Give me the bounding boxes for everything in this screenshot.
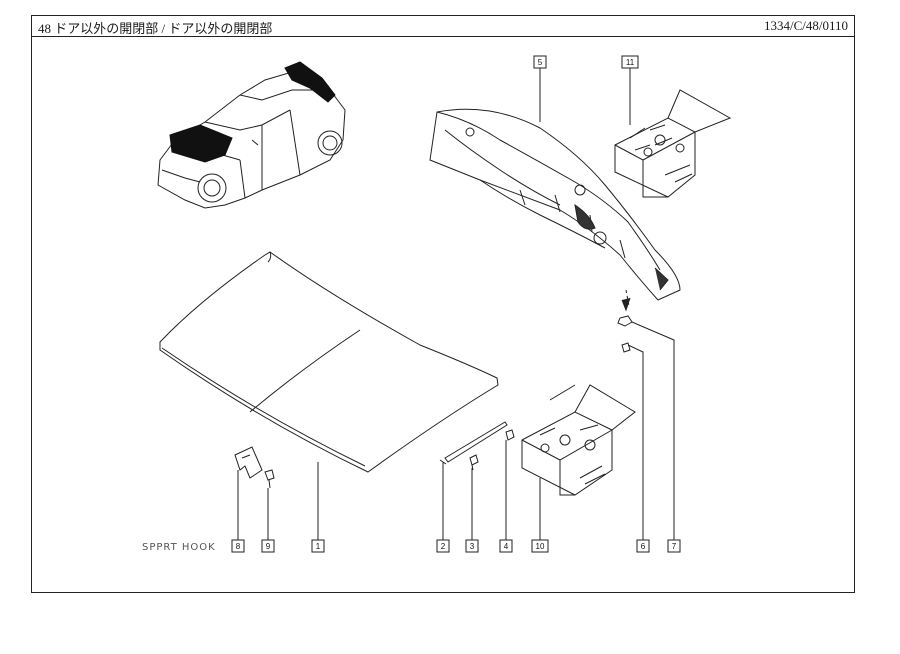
callout-5-label: 5 <box>538 58 543 67</box>
callout-3-label: 3 <box>470 542 475 551</box>
callout-1: 1 <box>311 539 325 553</box>
callout-7-label: 7 <box>672 542 677 551</box>
callout-7: 7 <box>667 539 681 553</box>
handwritten-annotation: SPPRT HOOK <box>142 542 216 553</box>
callout-9: 9 <box>261 539 275 553</box>
callout-2-label: 2 <box>441 542 446 551</box>
callout-4-label: 4 <box>504 542 509 551</box>
callout-9-label: 9 <box>266 542 271 551</box>
callout-6-label: 6 <box>641 542 646 551</box>
vehicle-locator-illustration <box>157 61 346 209</box>
bracket-8-illustration <box>234 446 263 479</box>
callout-8: 8 <box>231 539 245 553</box>
callout-5: 5 <box>533 55 547 69</box>
callout-8-label: 8 <box>236 542 241 551</box>
sheet-reference: 1334/C/48/0110 <box>763 18 848 33</box>
drawing-sheet: 48 ドア以外の開閉部 / ドア以外の開閉部 1334/C/48/0110 <box>31 15 855 593</box>
stop-6-7-illustration <box>617 289 633 353</box>
callout-2: 2 <box>436 539 450 553</box>
callout-11: 11 <box>621 55 639 69</box>
tailgate-panel-illustration <box>429 108 681 301</box>
callout-leader-lines <box>237 68 675 540</box>
clip-3-illustration <box>469 454 479 471</box>
callout-10-label: 10 <box>536 542 545 551</box>
callout-4: 4 <box>499 539 513 553</box>
bonnet-panel-illustration <box>159 251 499 473</box>
callout-11-label: 11 <box>626 58 635 67</box>
bolt-9-illustration <box>264 469 275 489</box>
fixing-kit-box-11-illustration <box>614 89 732 198</box>
sheet-title: 48 ドア以外の開閉部 / ドア以外の開閉部 <box>38 21 273 36</box>
fixing-kit-box-10-illustration <box>521 384 636 496</box>
sheet-header: 48 ドア以外の開閉部 / ドア以外の開閉部 1334/C/48/0110 <box>32 16 854 37</box>
bonnet-seal-strip-2-illustration <box>439 421 508 465</box>
callout-3: 3 <box>465 539 479 553</box>
callout-boxes: 1 2 3 4 5 6 7 8 <box>231 55 681 553</box>
clip-4-illustration <box>505 429 515 441</box>
callout-10: 10 <box>531 539 549 553</box>
callout-1-label: 1 <box>316 542 321 551</box>
callout-6: 6 <box>636 539 650 553</box>
